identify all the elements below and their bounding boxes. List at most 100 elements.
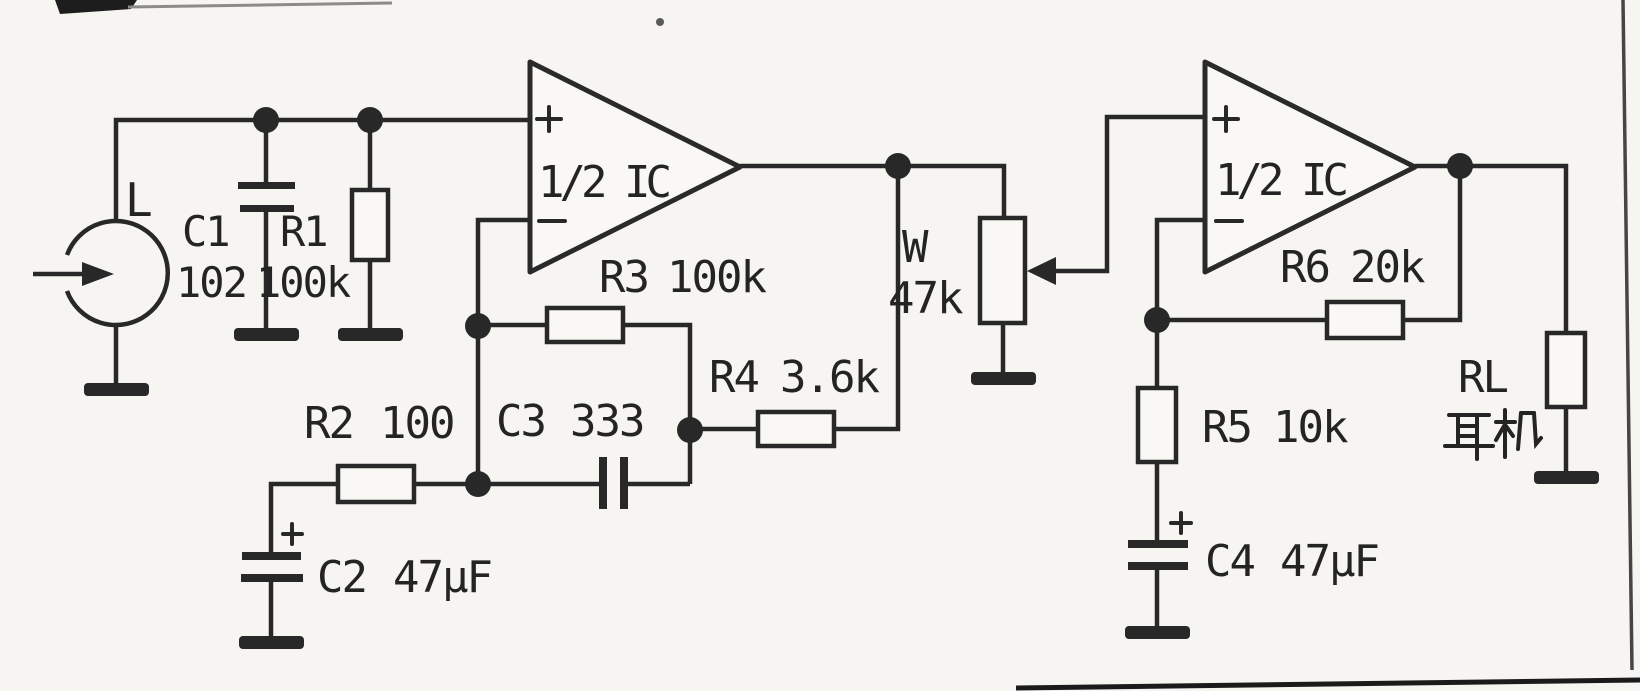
c4-plate-top [1128, 540, 1188, 548]
label-r2-value: 100 [380, 398, 453, 449]
wire-r4-to-output [834, 166, 901, 432]
potentiometer-w: W 47k [888, 215, 1056, 374]
wire-wiper-to-opamp2-plus [1053, 114, 1205, 274]
r3-body [544, 305, 626, 345]
label-r4-ref: R4 [709, 352, 758, 403]
capacitor-c2: C2 47µF [241, 522, 493, 638]
label-r5-value: 10k [1273, 402, 1348, 453]
c2-plus-icon [281, 522, 304, 546]
opamp2: 1/2 IC [1202, 59, 1418, 275]
ground-icon [234, 328, 299, 341]
r5-body [1135, 385, 1179, 465]
label-c4-ref: C4 [1205, 536, 1254, 587]
label-r6-value: 20k [1350, 242, 1425, 293]
label-r1-value: 100k [256, 258, 351, 307]
label-r3-value: 100k [667, 252, 766, 303]
resistor-r1: R1 100k [256, 187, 391, 330]
label-r5-ref: R5 [1202, 402, 1251, 453]
scan-blob-top-left [55, 0, 137, 14]
resistor-r3: R3 100k [544, 252, 768, 345]
c3-plate-right [620, 457, 628, 509]
ground-icon [1125, 626, 1190, 639]
wires [113, 114, 1569, 552]
junction-dot [1144, 307, 1170, 333]
junction-dot [357, 107, 383, 133]
wire-r6-to-output [1403, 166, 1463, 323]
label-r6-ref: R6 [1280, 242, 1329, 293]
junction-dot [465, 471, 491, 497]
capacitor-c3: C3 333 [496, 396, 645, 509]
junction-dot [253, 107, 279, 133]
page-edge-line [1621, 0, 1634, 671]
label-r1-ref: R1 [280, 207, 327, 256]
opamp1-triangle [527, 59, 743, 275]
rl-body [1544, 330, 1588, 410]
label-r2-ref: R2 [304, 398, 353, 449]
capacitor-c4: C4 47µF [1128, 511, 1380, 628]
capacitor-c1: C1 102 [176, 182, 295, 330]
resistor-r5: R5 10k [1135, 385, 1350, 465]
junction-dots [253, 107, 1473, 497]
wire-opamp2-inverting [1154, 217, 1205, 320]
resistor-r4: R4 3.6k [709, 352, 881, 449]
load-rl: RL 耳机 [1443, 330, 1588, 472]
label-c2-value: 47µF [393, 552, 491, 603]
wire-opamp1-inverting [475, 217, 528, 484]
junction-dot [885, 153, 911, 179]
wire-opamp1-output-to-pot [740, 163, 1007, 218]
label-c4-value: 47µF [1280, 536, 1378, 587]
resistor-r6: R6 20k [1280, 242, 1427, 341]
wire-r2-left [268, 481, 338, 552]
label-r4-value: 3.6k [780, 352, 879, 403]
rl-headphone-cjk-label [1443, 408, 1543, 461]
c4-plate-bottom [1128, 562, 1188, 570]
c1-plate-bottom [240, 205, 294, 212]
ground-icon [338, 328, 403, 341]
resistor-r2: R2 100 [304, 398, 455, 505]
r6-body [1324, 299, 1406, 341]
c2-plate-bottom [241, 574, 303, 582]
junction-dot [1447, 153, 1473, 179]
pot-body [977, 215, 1028, 326]
label-c3-value: 333 [570, 396, 643, 447]
ground-icon [239, 636, 304, 649]
c2-plate-top [242, 552, 301, 560]
ground-icon [1534, 471, 1599, 484]
label-opamp1: 1/2 IC [538, 157, 669, 208]
scan-artifacts [55, 0, 1640, 691]
ground-symbols [84, 328, 1599, 649]
c4-plus-icon [1169, 511, 1193, 535]
label-c1-value: 102 [176, 258, 246, 307]
label-pot-ref: W [902, 222, 929, 273]
ground-icon [84, 383, 149, 396]
c1-plate-top [238, 182, 295, 189]
opamp2-triangle [1202, 59, 1418, 275]
label-rl-ref: RL [1458, 352, 1507, 403]
label-opamp2: 1/2 IC [1215, 155, 1346, 206]
label-pot-value: 47k [888, 273, 963, 324]
r2-body [335, 463, 417, 505]
label-c2-ref: C2 [317, 552, 366, 603]
bottom-border-line [1015, 677, 1640, 691]
label-c1-ref: C1 [182, 207, 229, 256]
label-input-jack: L [125, 173, 151, 227]
r4-body [755, 409, 837, 449]
scan-speck [656, 18, 664, 26]
pot-wiper-arrow-icon [1027, 257, 1056, 285]
r1-body [349, 187, 391, 263]
opamp1: 1/2 IC [527, 59, 743, 275]
c3-plate-left [599, 457, 607, 509]
input-jack: L [33, 173, 170, 385]
wire-input-to-opamp1-plus [113, 117, 528, 222]
input-arrow-icon [82, 262, 114, 286]
wire-opamp2-output-to-rl [1415, 163, 1569, 333]
label-c3-ref: C3 [496, 396, 545, 447]
opamp2-plus-icon [1212, 105, 1240, 133]
label-r3-ref: R3 [599, 252, 648, 303]
junction-dot [677, 417, 703, 443]
junction-dot [465, 313, 491, 339]
ground-icon [971, 372, 1036, 385]
opamp1-plus-icon [535, 105, 563, 133]
